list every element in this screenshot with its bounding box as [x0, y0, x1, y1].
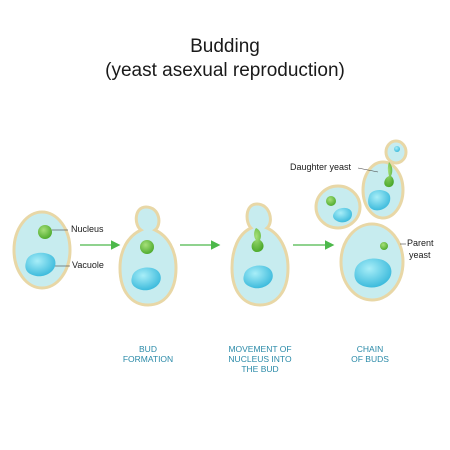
- stage-bud-formation-line1: BUD: [139, 344, 157, 354]
- left-daughter-cell: [314, 184, 362, 230]
- stage-movement-line3: THE BUD: [241, 364, 279, 374]
- top-bud: [384, 139, 408, 165]
- upper-daughter-nucleus: [384, 162, 394, 188]
- diagram-title: Budding: [190, 36, 260, 57]
- stage-chain-line2: OF BUDS: [351, 354, 389, 364]
- vacuole-2: [131, 267, 161, 291]
- stage-chain-line1: CHAIN: [356, 344, 384, 354]
- stage-bud-formation-line2: FORMATION: [122, 354, 174, 364]
- top-bud-vacuole: [394, 146, 400, 152]
- yeast-cell-2: [118, 205, 178, 307]
- yeast-cell-3: [230, 202, 290, 307]
- stage-chain: CHAIN OF BUDS: [340, 344, 400, 364]
- nucleus-label: Nucleus: [71, 224, 104, 234]
- stage-bud-formation: BUD FORMATION: [108, 344, 188, 364]
- yeast-cell-1: [12, 210, 72, 290]
- nucleus-1: [38, 225, 52, 239]
- vacuole-3: [243, 265, 273, 289]
- stage-movement-line2: NUCLEUS INTO: [228, 354, 292, 364]
- parent-label: Parent: [407, 238, 434, 248]
- nucleus-3: [251, 228, 264, 252]
- upper-daughter-vacuole: [368, 190, 391, 211]
- stage-movement: MOVEMENT OF NUCLEUS INTO THE BUD: [210, 344, 310, 374]
- left-daughter-vacuole: [333, 207, 352, 223]
- diagram-subtitle: (yeast asexual reproduction): [105, 60, 345, 81]
- yeast-chain: [314, 139, 408, 302]
- daughter-pointer: [357, 167, 379, 173]
- left-daughter-nucleus: [326, 196, 336, 206]
- nucleus-2: [140, 240, 154, 254]
- daughter-yeast-label: Daughter yeast: [290, 162, 352, 172]
- vacuole-1: [25, 252, 56, 277]
- parent-yeast-label: yeast: [409, 250, 431, 260]
- parent-vacuole: [354, 258, 392, 288]
- stage-movement-line1: MOVEMENT OF: [228, 344, 292, 354]
- vacuole-label: Vacuole: [72, 260, 104, 270]
- parent-nucleus: [380, 242, 388, 250]
